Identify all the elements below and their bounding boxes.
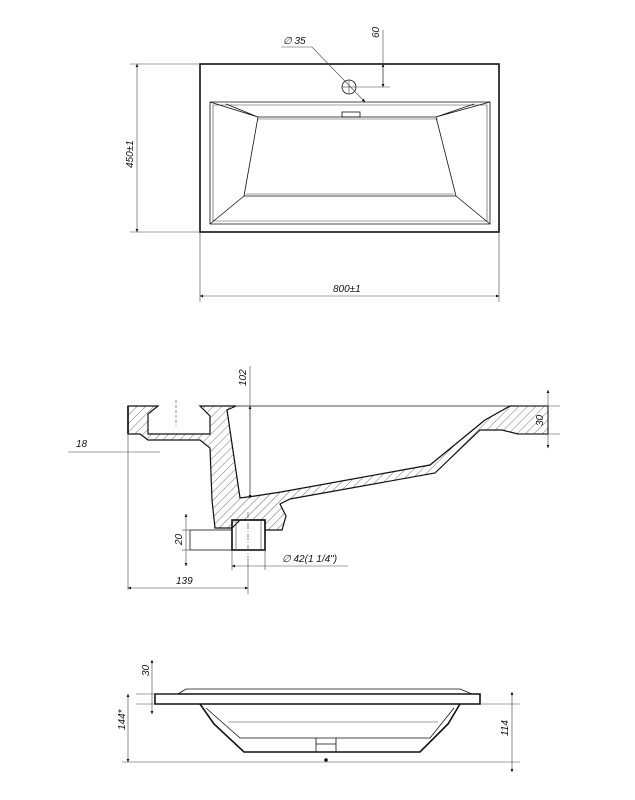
tap-hole: [341, 79, 357, 95]
outlet-offset-label: 139: [176, 576, 193, 587]
depth-label: 450±1: [125, 140, 136, 168]
tap-hole-offset-label: 60: [371, 26, 382, 38]
outlet-diameter-label: ∅ 42(1 1/4"): [282, 554, 337, 565]
section-wall-hatched: [127, 405, 549, 531]
side-view: 30 144* 114: [117, 659, 520, 773]
section-view: 102 18 30 20 ∅ 42(1 1/4") 139: [68, 366, 560, 594]
bowl-slope-lines: [209, 101, 491, 225]
outlet-height-label: 20: [174, 533, 185, 546]
tap-hole-diameter-label: ∅ 35: [283, 36, 306, 47]
rim-thickness-right-label: 30: [535, 414, 546, 426]
side-bowl: [199, 703, 461, 753]
width-label: 800±1: [333, 284, 361, 295]
rim-height-label: 102: [238, 369, 249, 386]
outlet-pipe: [189, 512, 266, 556]
top-view: ∅ 35 60 450±1 800±1: [125, 26, 500, 302]
side-total-height-label: 144*: [117, 708, 128, 730]
side-rim-thickness-label: 30: [141, 664, 152, 676]
side-body-height-label: 114: [500, 720, 511, 736]
rim-thickness-left-label: 18: [76, 439, 88, 450]
basin-outline-top: [199, 63, 500, 233]
side-rim: [154, 693, 481, 705]
